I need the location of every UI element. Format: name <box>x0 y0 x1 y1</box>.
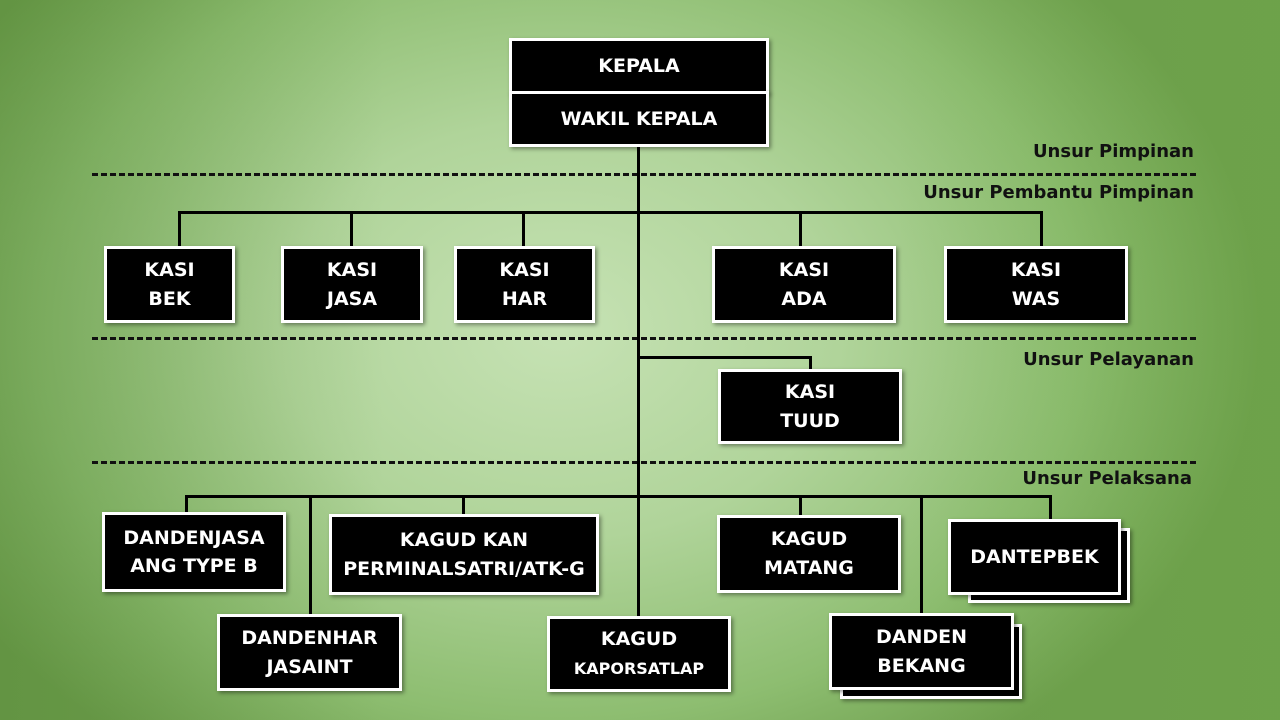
box-label: BEKANG <box>877 654 966 677</box>
box-label: TUUD <box>780 409 840 432</box>
section-label-pembantu: Unsur Pembantu Pimpinan <box>923 182 1194 203</box>
box-label: JASAINT <box>266 655 353 678</box>
connector <box>920 495 923 615</box>
section-label-pelayanan: Unsur Pelayanan <box>1023 349 1194 370</box>
box-kasi-bek[interactable]: KASI BEK <box>104 246 235 323</box>
box-label: ADA <box>781 287 827 310</box>
connector <box>309 495 312 616</box>
pelaksana-branch-line <box>185 495 1052 498</box>
box-label: KASI <box>1010 258 1062 281</box>
connector <box>1040 211 1043 248</box>
box-dantepbek[interactable]: DANTEPBEK <box>948 519 1121 595</box>
box-label: KASI <box>778 258 830 281</box>
connector <box>350 211 353 248</box>
box-kagud-kaporsatlap[interactable]: KAGUD KAPORSATLAP <box>547 616 731 692</box>
connector <box>1049 495 1052 521</box>
box-label: MATANG <box>764 557 854 579</box>
box-label: WAKIL KEPALA <box>560 107 718 130</box>
connector <box>799 211 802 248</box>
box-label: DANDENHAR <box>241 626 378 649</box>
separator-pimpinan <box>92 173 1196 176</box>
box-label: HAR <box>501 287 548 310</box>
box-label: KASI <box>144 258 195 281</box>
box-label: KASI <box>326 258 378 281</box>
box-kasi-tuud[interactable]: KASI TUUD <box>718 369 902 444</box>
box-label: PERMINALSATRI/ATK-G <box>343 557 585 580</box>
separator-pelayanan <box>92 461 1196 464</box>
box-kasi-was[interactable]: KASI WAS <box>944 246 1128 323</box>
box-label: DANDEN <box>875 625 968 648</box>
box-label: ANG TYPE B <box>130 555 258 577</box>
kasi-branch-line <box>178 211 1043 214</box>
trunk-line <box>637 146 640 618</box>
box-kepala[interactable]: KEPALA <box>509 38 769 94</box>
box-label: BEK <box>148 287 191 310</box>
separator-pembantu <box>92 337 1196 340</box>
connector <box>178 211 181 248</box>
box-dandenjasa[interactable]: DANDENJASA ANG TYPE B <box>102 512 286 592</box>
box-label: KAPORSATLAP <box>573 659 705 678</box>
box-label: KASI <box>499 258 550 281</box>
connector <box>522 211 525 248</box>
box-label: KAGUD <box>600 628 678 650</box>
box-label: WAS <box>1011 287 1061 310</box>
tuud-branch-line <box>637 356 812 359</box>
box-kasi-jasa[interactable]: KASI JASA <box>281 246 423 323</box>
box-danden-bekang[interactable]: DANDEN BEKANG <box>829 613 1014 690</box>
box-label: KASI <box>784 380 836 403</box>
box-dandenhar[interactable]: DANDENHAR JASAINT <box>217 614 402 691</box>
box-label: KEPALA <box>598 54 680 77</box>
section-label-pimpinan: Unsur Pimpinan <box>1032 141 1194 162</box>
box-label: KAGUD <box>770 528 848 550</box>
box-wakil-kepala[interactable]: WAKIL KEPALA <box>509 91 769 147</box>
box-kasi-ada[interactable]: KASI ADA <box>712 246 896 323</box>
connector <box>809 356 812 371</box>
box-label: DANDENJASA <box>123 527 265 549</box>
box-kagud-kan[interactable]: KAGUD KAN PERMINALSATRI/ATK-G <box>329 514 599 595</box>
box-label: KAGUD KAN <box>399 528 529 551</box>
box-kasi-har[interactable]: KASI HAR <box>454 246 595 323</box>
box-label: JASA <box>326 287 378 310</box>
box-kagud-matang[interactable]: KAGUD MATANG <box>717 515 901 593</box>
connector <box>462 495 465 516</box>
box-label: DANTEPBEK <box>970 545 1099 568</box>
section-label-pelaksana: Unsur Pelaksana <box>1022 468 1192 489</box>
connector <box>185 495 188 514</box>
connector <box>799 495 802 517</box>
